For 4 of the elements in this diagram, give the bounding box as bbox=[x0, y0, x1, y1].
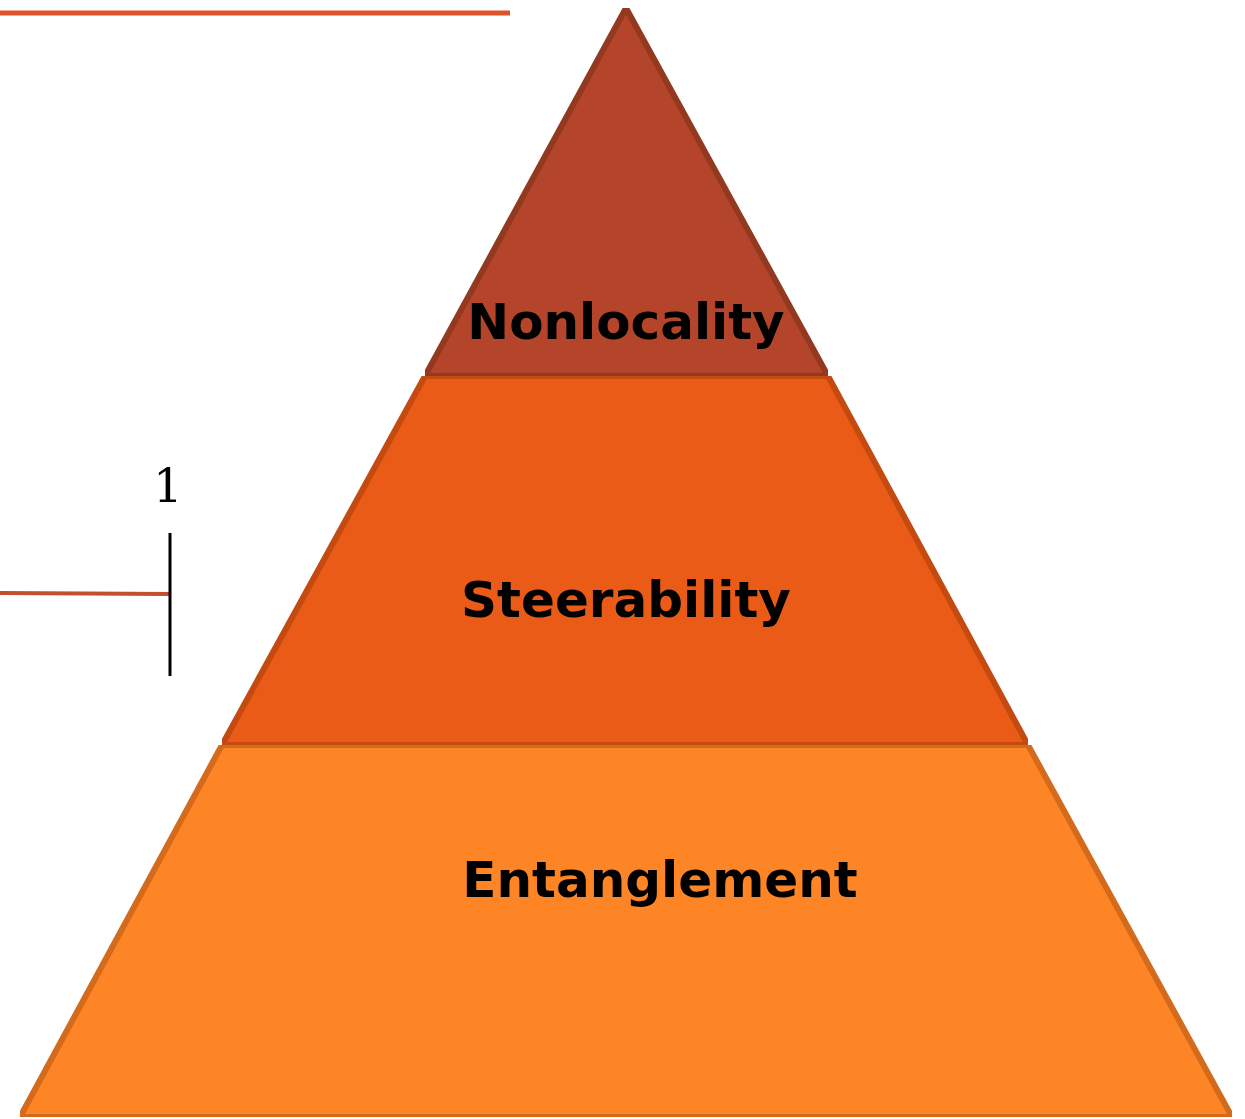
tier-label: Nonlocality bbox=[467, 293, 785, 351]
number-label: 1 bbox=[153, 459, 183, 513]
tier-label: Entanglement bbox=[462, 851, 858, 909]
tier-label: Steerability bbox=[461, 571, 791, 629]
